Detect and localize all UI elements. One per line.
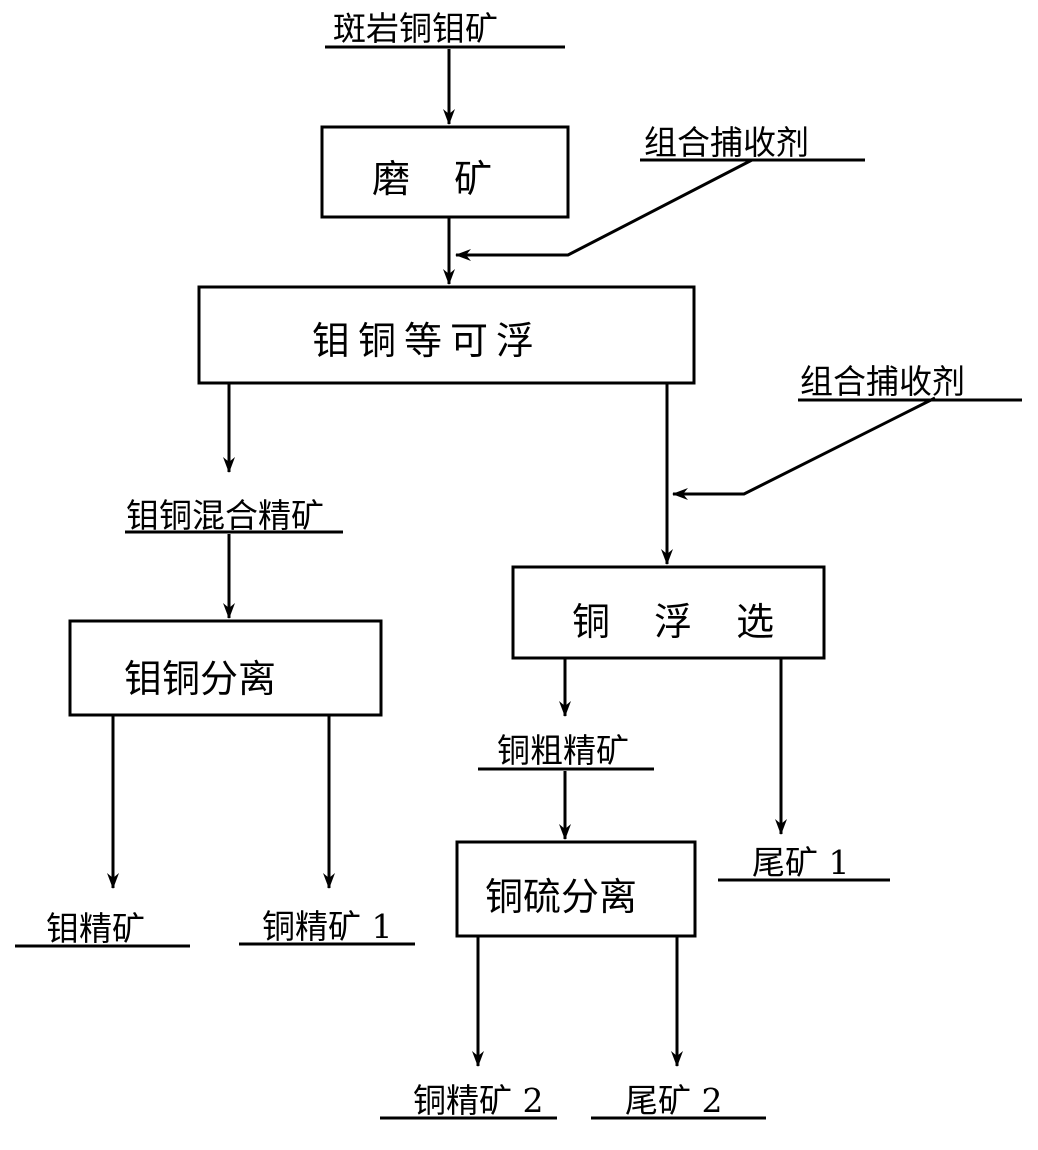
collector-2-label: 组合捕收剂 <box>800 362 965 401</box>
cu-s-separation-label: 铜硫分离 <box>485 875 638 919</box>
mo-cu-bulk-concentrate-label: 钼铜混合精矿 <box>126 496 324 535</box>
collector-1-label: 组合捕收剂 <box>644 123 809 162</box>
arrow-collector-1-to-flotation <box>455 158 753 261</box>
cu-flotation-box <box>511 565 826 660</box>
cu-concentrate-1-label: 铜精矿 1 <box>262 907 393 946</box>
cu-rough-concentrate-label: 铜粗精矿 <box>497 731 629 770</box>
cu-flotation-label: 铜 浮 选 <box>572 600 791 644</box>
grinding-label: 磨 矿 <box>372 157 509 201</box>
ore-label: 斑岩铜钼矿 <box>333 9 498 48</box>
mo-cu-separation-label: 钼铜分离 <box>124 657 277 701</box>
mo-cu-separation-box <box>68 619 383 717</box>
mo-cu-flotation-box <box>197 285 696 385</box>
grinding-box <box>320 125 570 219</box>
cu-s-separation-box <box>455 840 697 938</box>
mo-cu-flotation-label: 钼铜等可浮 <box>312 319 543 363</box>
mo-concentrate-label: 钼精矿 <box>46 909 145 948</box>
tailings-1-label: 尾矿 1 <box>752 843 850 882</box>
tailings-2-label: 尾矿 2 <box>625 1081 723 1120</box>
cu-concentrate-2-label: 铜精矿 2 <box>413 1081 544 1120</box>
arrow-collector-2-to-cu-flotation <box>672 396 936 500</box>
